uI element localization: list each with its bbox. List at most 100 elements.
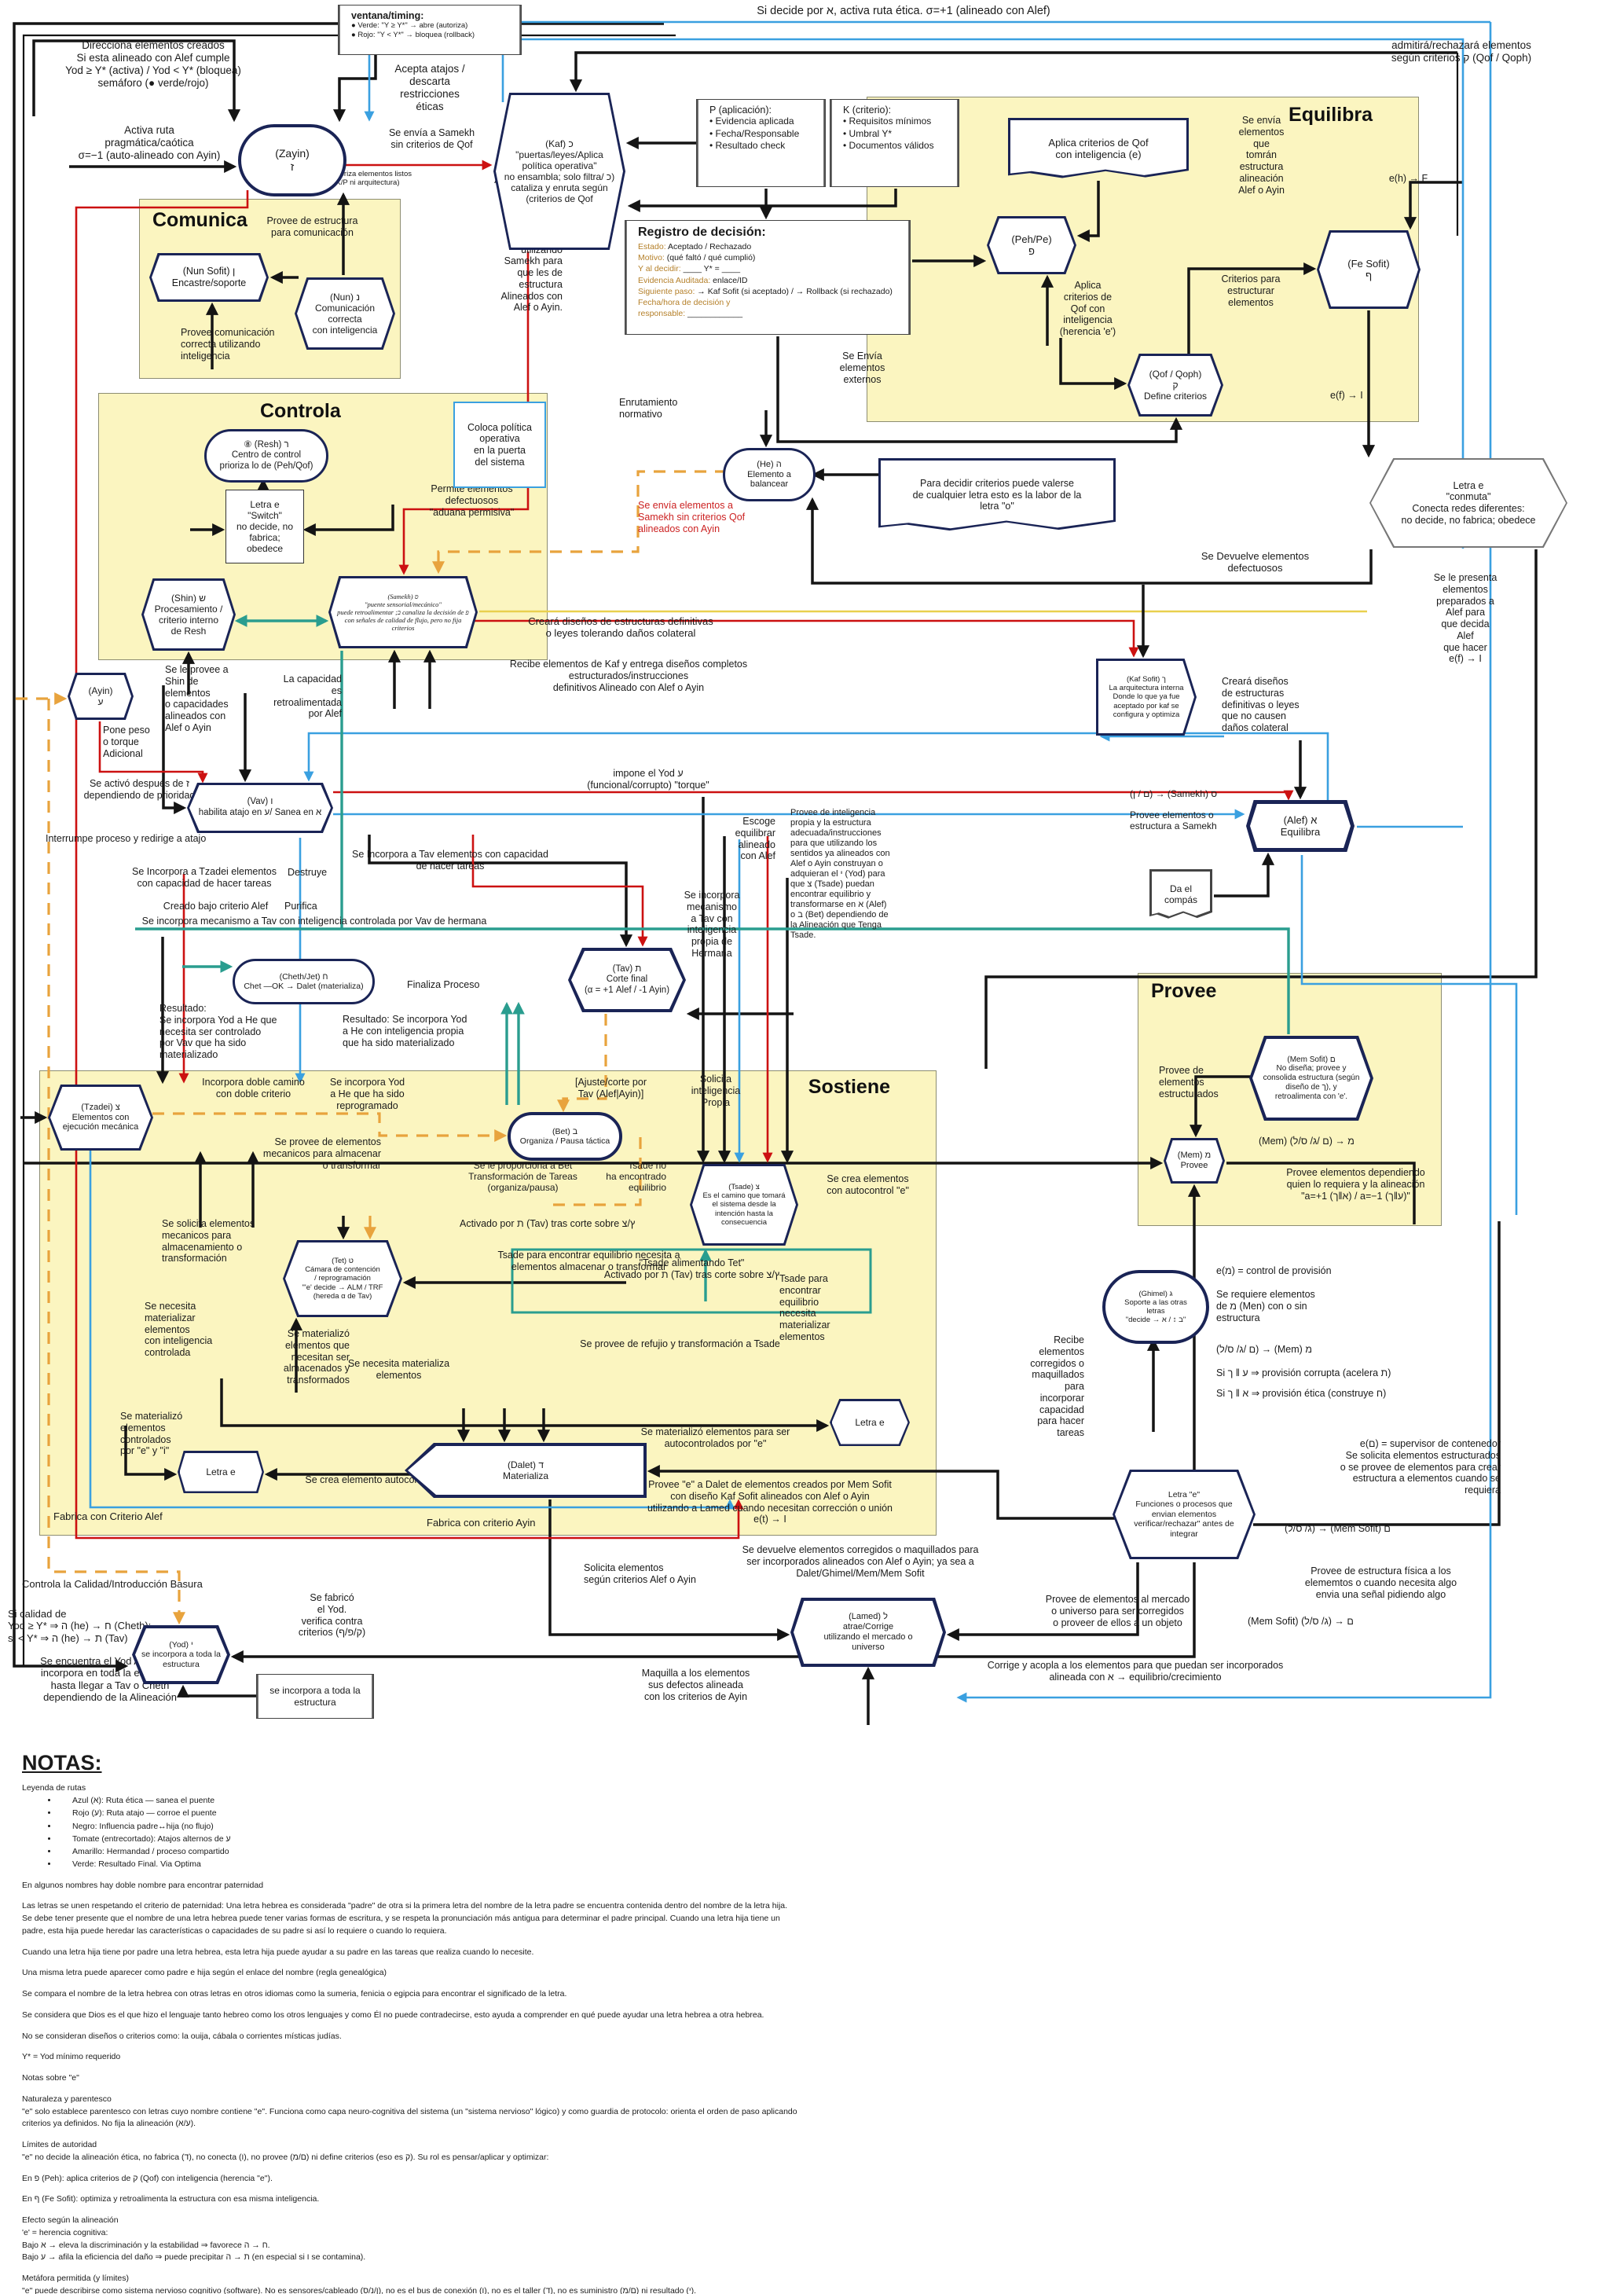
- node-text-tav: (Tav) ת Corte final (α = +1 Alef / -1 Ay…: [584, 963, 670, 995]
- node-text-shin: (Shin) ש Procesamiento / criterio intern…: [154, 592, 223, 637]
- notas-paragraph: En algunos nombres hay doble nombre para…: [22, 1880, 264, 1890]
- label-corrige-acopla: Corrige y acopla a los elementos para qu…: [987, 1660, 1284, 1683]
- registro-decision-box: Registro de decisión: Estado: Aceptado /…: [625, 220, 911, 335]
- notas-paragraph: En ף (Fe Sofit): optimiza y retroaliment…: [22, 2194, 320, 2204]
- node-body-mem: (Mem) מ Provee: [1166, 1140, 1223, 1181]
- node-text-alef: (Alef) א Equilibra: [1280, 813, 1321, 838]
- notas-legend: Azul (א): Ruta ética — sanea el puenteRo…: [22, 1794, 1586, 1871]
- registro-line: Evidencia Auditada: enlace/ID: [638, 275, 748, 285]
- label-tsade-para-2: Tsade para encontrar equilibrio necesita…: [779, 1273, 830, 1342]
- node-body-nun-sofit: (Nun Sofit) ן Encastre/soporte: [152, 255, 266, 299]
- node-resh: ⑧ (Resh) ר Centro de control prioriza lo…: [204, 429, 328, 483]
- label-yod-reprogramado: Se incorpora Yod a He que ha sido reprog…: [329, 1077, 405, 1111]
- label-fabrico-yod: Se fabricó el Yod. verifica contra crite…: [298, 1592, 366, 1639]
- label-provee-samekh: Provee elementos o estructura a Samekh: [1130, 809, 1217, 832]
- registro-line: Motivo: (qué faltó / qué cumplió): [638, 253, 756, 263]
- node-text-mem: (Mem) מ Provee: [1177, 1151, 1212, 1170]
- node-letra-e-right: Letra e: [830, 1399, 910, 1446]
- node-body-letra-e-big: Letra "e" Funciones o procesos que envia…: [1115, 1472, 1253, 1557]
- node-text-qof: (Qof / Qoph) ק Define criterios: [1143, 368, 1208, 402]
- node-he: (He) ה Elemento a balancear: [723, 448, 816, 501]
- node-mem: (Mem) מ Provee: [1164, 1138, 1225, 1184]
- label-tsade-para-1: Tsade para encontrar equilibrio necesita…: [497, 1250, 680, 1272]
- notas-paragraph: Una misma letra puede aparecer como padr…: [22, 1968, 387, 1978]
- notas-paragraph: Efecto según la alineación 'e' = herenci…: [22, 2215, 366, 2263]
- p-aplicacion-box: P (aplicación): • Evidencia aplicada • F…: [696, 99, 826, 187]
- node-text-bet: (Bet) ב Organiza / Pausa táctica: [519, 1126, 610, 1146]
- label-provee-mercado: Provee de elementos al mercado o univers…: [1045, 1594, 1190, 1628]
- label-proporciona-bet: Se le proporciona a Bet Transformación d…: [468, 1160, 577, 1194]
- node-body-lamed: (Lamed) ל atrae/Corrige utilizando el me…: [794, 1601, 943, 1664]
- node-text-aplica-doc: Aplica criterios de Qof con inteligencia…: [1048, 136, 1149, 160]
- top-banner: Si decide por א, activa ruta ética. σ=+1…: [757, 5, 1050, 17]
- node-incorpora-box: se incorpora a toda la estructura: [256, 1674, 374, 1719]
- notas-legend-item: Verde: Resultado Final. Via Optima: [58, 1858, 1586, 1870]
- node-text-peh: (Peh/Pe) פ: [1011, 233, 1052, 257]
- notas-paragraphs: En algunos nombres hay doble nombre para…: [22, 1880, 1586, 2294]
- notas-legend-item: Azul (א): Ruta ética — sanea el puente: [58, 1794, 1586, 1807]
- node-peh: (Peh/Pe) פ: [987, 216, 1076, 274]
- notas-paragraph: Cuando una letra hija tiene por padre un…: [22, 1947, 534, 1957]
- notas-paragraph: Se considera que Dios es el que hizo el …: [22, 2010, 764, 2020]
- label-ajuste-corte: [Ajuste/corte por Tav (Alef|Ayin)]: [574, 1077, 647, 1099]
- node-kaf: (Kaf) כ "puertas/leyes/Aplica política o…: [493, 93, 625, 250]
- node-kaf-sofit: (Kaf Sofit) ך La arquitectura interna Do…: [1096, 659, 1197, 736]
- label-mem-map: (Mem) מ → (ם /ג/ ס/ל): [1259, 1136, 1355, 1147]
- node-tsade: (Tsade) צ Es el camino que tomará el sis…: [690, 1164, 798, 1246]
- notas-legend-item: Rojo (ע): Ruta atajo — corroe el puente: [58, 1807, 1586, 1819]
- node-text-conmuta: Letra e "conmuta" Conecta redes diferent…: [1401, 479, 1536, 526]
- section-title-provee: Provee: [1151, 980, 1217, 1002]
- node-body-qof: (Qof / Qoph) ק Define criterios: [1130, 356, 1221, 414]
- node-text-nun: (Nun) נ Comunicación correcta con inteli…: [312, 291, 378, 336]
- p-box-title: P (aplicación):: [709, 105, 772, 116]
- section-title-sostiene: Sostiene: [808, 1076, 890, 1098]
- node-letra-e-big: Letra "e" Funciones o procesos que envia…: [1113, 1470, 1256, 1559]
- label-recibe-kaf: Recibe elementos de Kaf y entrega diseño…: [509, 659, 748, 693]
- node-text-ayin: (Ayin) ע: [88, 685, 113, 707]
- node-text-samekh: (Samekh) ס "puente sensorial/mecánico" p…: [337, 592, 469, 633]
- node-text-he: (He) ה Elemento a balancear: [747, 459, 791, 490]
- node-fe-sofit: (Fe Sofit) ף: [1317, 230, 1421, 309]
- node-text-ghimel: (Ghimel) ג Soporte a las otras letras "d…: [1124, 1289, 1187, 1325]
- node-body-tsade: (Tsade) צ Es el camino que tomará el sis…: [692, 1166, 796, 1243]
- node-body-tet: (Tet) ט Cámara de contención / reprogram…: [285, 1242, 400, 1315]
- notas-legend-title: Leyenda de rutas: [22, 1783, 86, 1793]
- label-interrumpe: Interrumpe proceso y redirige a atajo: [46, 833, 207, 844]
- ventana-title: ventana/timing:: [351, 10, 424, 21]
- label-e-supervisor: e(ם) = supervisor de contenedor Se solic…: [1340, 1438, 1501, 1496]
- node-body-dalet: (Dalet) ד Materializa: [408, 1446, 643, 1495]
- label-pone-peso: Pone peso o torque Adicional: [103, 725, 150, 759]
- notas-paragraph: Límites de autoridad "e" no decide la al…: [22, 2140, 549, 2162]
- label-refugio: Se provee de refujio y transformación a …: [580, 1338, 780, 1349]
- node-body-peh: (Peh/Pe) פ: [989, 218, 1074, 272]
- node-text-tet: (Tet) ט Cámara de contención / reprogram…: [302, 1256, 383, 1301]
- label-recibe-corregidos: Recibe elementos corregidos o maquillado…: [1030, 1334, 1084, 1438]
- notas-paragraph: Se compara el nombre de la letra hebrea …: [22, 1989, 567, 1999]
- label-mecanismo-vav: Se incorpora mecanismo a Tav con intelig…: [141, 916, 487, 927]
- registro-line: Siguiente paso: → Kaf Sofit (si aceptado…: [638, 286, 893, 296]
- label-provee-fisica: Provee de estructura física a los elemem…: [1304, 1565, 1457, 1600]
- node-text-para-decidir-doc: Para decidir criterios puede valerse de …: [912, 477, 1082, 512]
- label-controla-calidad: Controla la Calidad/Introducción Basura: [22, 1578, 203, 1590]
- notas-paragraph: Naturaleza y parentesco "e" solo estable…: [22, 2094, 797, 2129]
- label-e-control-provision: e(מ) = control de provisión: [1216, 1265, 1332, 1276]
- node-body-shin: (Shin) ש Procesamiento / criterio intern…: [144, 581, 233, 648]
- node-ayin: (Ayin) ע: [68, 673, 134, 720]
- node-tet: (Tet) ט Cámara de contención / reprogram…: [283, 1240, 402, 1317]
- node-body-letra-e-left: Letra e: [179, 1452, 262, 1492]
- label-provee-e-dalet: Provee "e" a Dalet de elementos creados …: [647, 1479, 893, 1525]
- node-bet: (Bet) ב Organiza / Pausa táctica: [508, 1112, 622, 1161]
- node-text-kaf-sofit: (Kaf Sofit) ך La arquitectura interna Do…: [1109, 674, 1184, 719]
- label-samekh-map: (ם / ן) → (Samekh) ס: [1130, 788, 1218, 799]
- node-text-letra-e-big: Letra "e" Funciones o procesos que envia…: [1134, 1490, 1234, 1539]
- node-text-letra-e-right: Letra e: [855, 1416, 885, 1428]
- node-nun: (Nun) נ Comunicación correcta con inteli…: [295, 277, 395, 350]
- node-qof: (Qof / Qoph) ק Define criterios: [1127, 354, 1223, 417]
- label-provee-estructurados: Provee de elementos estructurados: [1159, 1065, 1219, 1099]
- node-switch: Letra e "Switch" no decide, no fabrica; …: [225, 490, 304, 563]
- label-si-calidad: Si calidad de Yod ≥ Y* ⇒ ה (he) → ח (Che…: [8, 1608, 152, 1644]
- label-mem-map-2: (ם /ג/ ס/ל) → (Mem) מ: [1216, 1344, 1312, 1355]
- node-text-switch: Letra e "Switch" no decide, no fabrica; …: [236, 498, 294, 555]
